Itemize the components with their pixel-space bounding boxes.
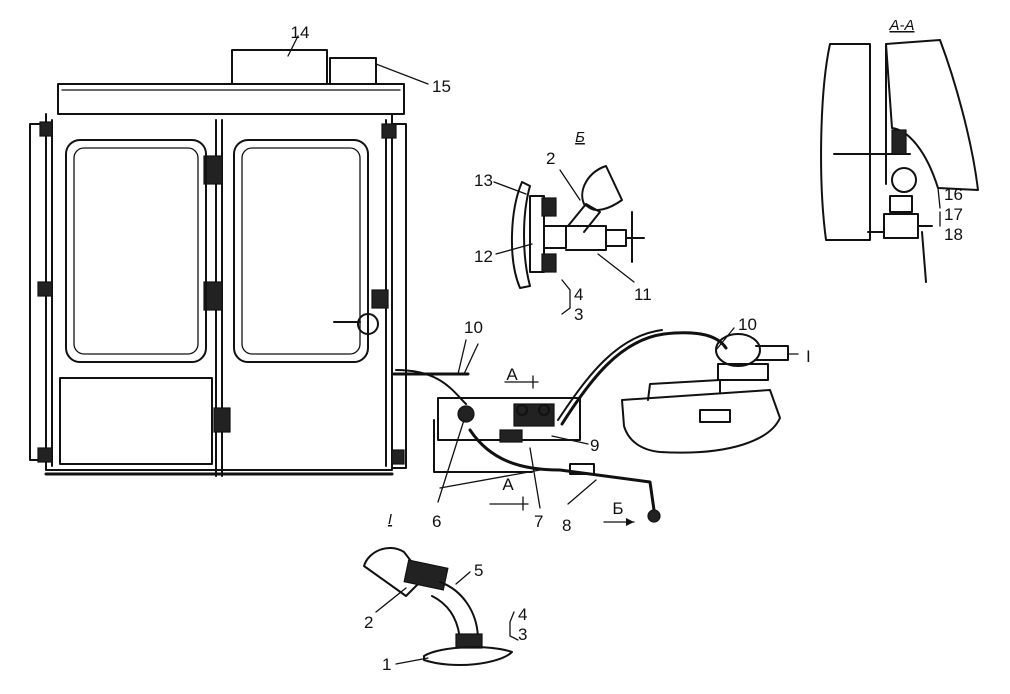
callout-2-detail-b: 2	[546, 149, 555, 168]
callout-17: 17	[944, 205, 963, 224]
arrow-label-b: Б	[612, 499, 623, 518]
window-left	[65, 139, 207, 363]
view-label-i: I	[388, 511, 392, 528]
callout-1: 1	[382, 655, 391, 674]
detail-b-elbow	[581, 165, 623, 211]
callout-10-tank: 10	[738, 315, 757, 334]
callout-9: 9	[590, 436, 599, 455]
hose-routing	[392, 329, 799, 526]
cab-roof	[57, 83, 405, 115]
callout-4-detail-b: 4	[574, 285, 583, 304]
callout-15: 15	[432, 77, 451, 96]
callout-5: 5	[474, 561, 483, 580]
leader-lines	[287, 35, 941, 665]
callout-18: 18	[944, 225, 963, 244]
fuel-tank	[621, 389, 781, 454]
cab-right-post	[391, 123, 407, 469]
callout-7: 7	[534, 512, 543, 531]
tank-connector	[715, 333, 761, 367]
section-mark-a-top: A	[506, 365, 518, 384]
callout-11: 11	[634, 285, 652, 304]
detail-i-base	[423, 646, 513, 666]
detail-view-b	[510, 165, 645, 289]
view-label-aa: A-A	[888, 17, 914, 34]
detail-view-i	[363, 547, 513, 666]
callout-16: 16	[944, 185, 963, 204]
lower-panel	[59, 377, 213, 465]
callout-4-detail-i: 4	[518, 605, 527, 624]
callout-3-detail-i: 3	[518, 625, 527, 644]
callout-6: 6	[432, 512, 441, 531]
door-handle	[357, 313, 379, 335]
callout-2-detail-i: 2	[364, 613, 373, 632]
callout-3-detail-b: 3	[574, 305, 583, 324]
roof-unit-15	[329, 57, 377, 85]
detail-i-mark: I	[806, 347, 811, 366]
callout-numbers: 14 15 10 10 6 7 8 9 13 12 2 11 4 3 16 17…	[291, 23, 963, 674]
detail-view-aa	[820, 39, 979, 283]
cab	[29, 49, 407, 477]
roof-unit-14	[231, 49, 328, 85]
detail-b-flange	[510, 181, 531, 289]
aa-right-body	[885, 39, 979, 191]
view-labels: Б A-A I A A Б I	[388, 17, 915, 528]
callout-14: 14	[291, 23, 310, 42]
aa-left-body	[820, 43, 871, 241]
view-label-b: Б	[575, 129, 585, 146]
callout-12: 12	[474, 247, 493, 266]
section-mark-a-bottom: A	[502, 475, 514, 494]
window-right	[233, 139, 369, 363]
callout-8: 8	[562, 516, 571, 535]
callout-10-hose: 10	[464, 318, 483, 337]
callout-13: 13	[474, 171, 493, 190]
